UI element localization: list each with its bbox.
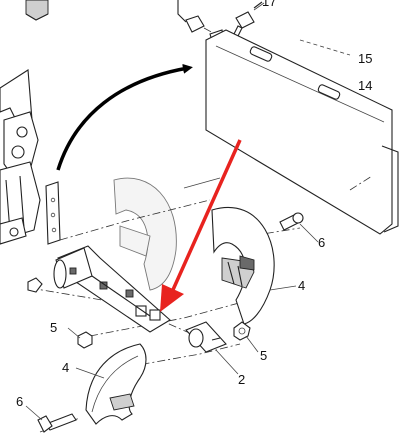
leader-17 [253, 2, 265, 11]
callout-6-upper: 6 [318, 235, 325, 250]
callout-14: 14 [358, 78, 372, 93]
panel-14 [205, 29, 399, 235]
nut-5-left [77, 331, 93, 349]
background-rod [183, 177, 221, 189]
leader-4-upper [269, 285, 297, 291]
bushing-2 [185, 321, 227, 353]
bolt-6-upper [279, 212, 304, 231]
hood-part-4-upper [211, 207, 275, 325]
leader-5-left [67, 327, 81, 339]
callout-4-upper: 4 [298, 278, 305, 293]
bolt-6-lower [37, 413, 77, 433]
callout-2: 2 [238, 372, 245, 387]
leader-2 [215, 349, 239, 375]
nut-left [27, 277, 43, 293]
hinge-shaft [53, 245, 171, 333]
axis-line-4 [109, 343, 241, 371]
curved-arrow [56, 63, 193, 171]
callout-4-lower: 4 [62, 360, 69, 375]
narrow-strip-part [45, 181, 61, 245]
leader-6-lower [25, 405, 43, 421]
callout-5-left: 5 [50, 320, 57, 335]
hood-part-4-lower [85, 343, 147, 425]
nut-5-right [233, 321, 251, 341]
callout-15: 15 [358, 51, 372, 66]
callout-6-lower: 6 [16, 394, 23, 409]
leader-6-upper [299, 223, 319, 243]
leader-4-lower [75, 367, 105, 379]
callout-17: 17 [262, 0, 276, 9]
red-pointer-arrow [160, 139, 242, 312]
top-left-part-fragment [25, 0, 49, 21]
callout-5-right: 5 [260, 348, 267, 363]
leader-5-right [245, 335, 259, 353]
ghost-hood [113, 177, 177, 291]
left-frame-assembly [0, 69, 41, 245]
